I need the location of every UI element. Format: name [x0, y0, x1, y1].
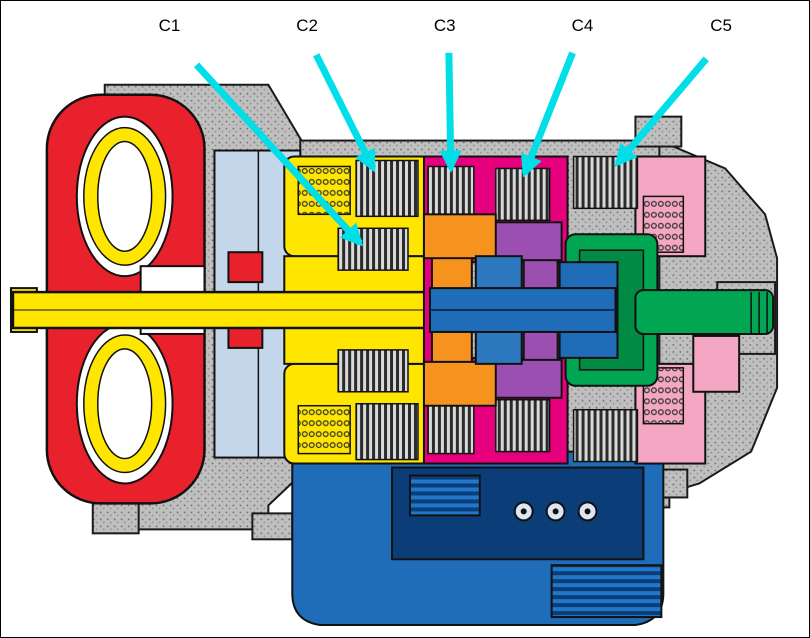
solenoid-3-pin: [584, 508, 591, 515]
clutch-pack-c4-top: [495, 167, 551, 222]
solenoid-1-pin: [520, 508, 527, 515]
clutch-labels: C1 C2 C3 C4 C5: [159, 16, 732, 35]
output-shaft: [634, 289, 775, 335]
arrow-c3: [439, 52, 462, 173]
turbine-inner-outline-top: [97, 140, 153, 252]
clutch-pack-c2-bottom: [355, 402, 419, 461]
clutch-pack-c3-bottom: [427, 402, 475, 455]
return-spring-bottom: [297, 404, 351, 455]
valve-body-assembly: [291, 450, 665, 627]
c1-c2-clutch-packs: [337, 159, 419, 461]
clutch-pack-c4-bottom: [495, 398, 551, 453]
filter-plates: [550, 564, 663, 619]
clutch-pack-c3-top: [427, 165, 475, 218]
mount-foot-center: [251, 512, 294, 541]
turbine-ring-top: [83, 127, 166, 266]
output-shaft-group: [634, 289, 775, 335]
seal-block-upper: [227, 251, 264, 284]
turbine-inner-outline-bottom: [97, 348, 153, 460]
mount-foot-left: [91, 502, 140, 535]
label-c1: C1: [159, 16, 181, 35]
callout-arrows: [193, 51, 709, 247]
orange-block-top: [422, 213, 497, 260]
violet-hub-bottom: [490, 358, 563, 399]
orange-block-bottom: [422, 360, 497, 407]
label-c5: C5: [710, 16, 732, 35]
planetary-gearset: [428, 255, 619, 365]
arrow-c2: [313, 53, 377, 173]
clutch-pack-c5-bottom: [572, 408, 639, 463]
arrow-c1: [193, 62, 364, 247]
clutch-pack-c5-top: [572, 155, 639, 210]
rear-bearing-support: [692, 334, 741, 393]
violet-hub-top: [490, 221, 563, 262]
clutch-pack-c1-bottom: [337, 349, 409, 393]
arrow-c4: [520, 51, 576, 178]
label-c3: C3: [434, 16, 456, 35]
arrow-c5: [614, 56, 709, 167]
turbine-outline-bottom: [83, 334, 167, 474]
label-c2: C2: [296, 16, 318, 35]
turbine-ring-bottom: [83, 334, 166, 473]
label-c4: C4: [572, 16, 594, 35]
solenoid-2-pin: [552, 508, 559, 515]
clutch-pack-c2-top: [355, 159, 419, 218]
valve-bores: [408, 474, 481, 517]
turbine-outline-top: [83, 126, 167, 266]
